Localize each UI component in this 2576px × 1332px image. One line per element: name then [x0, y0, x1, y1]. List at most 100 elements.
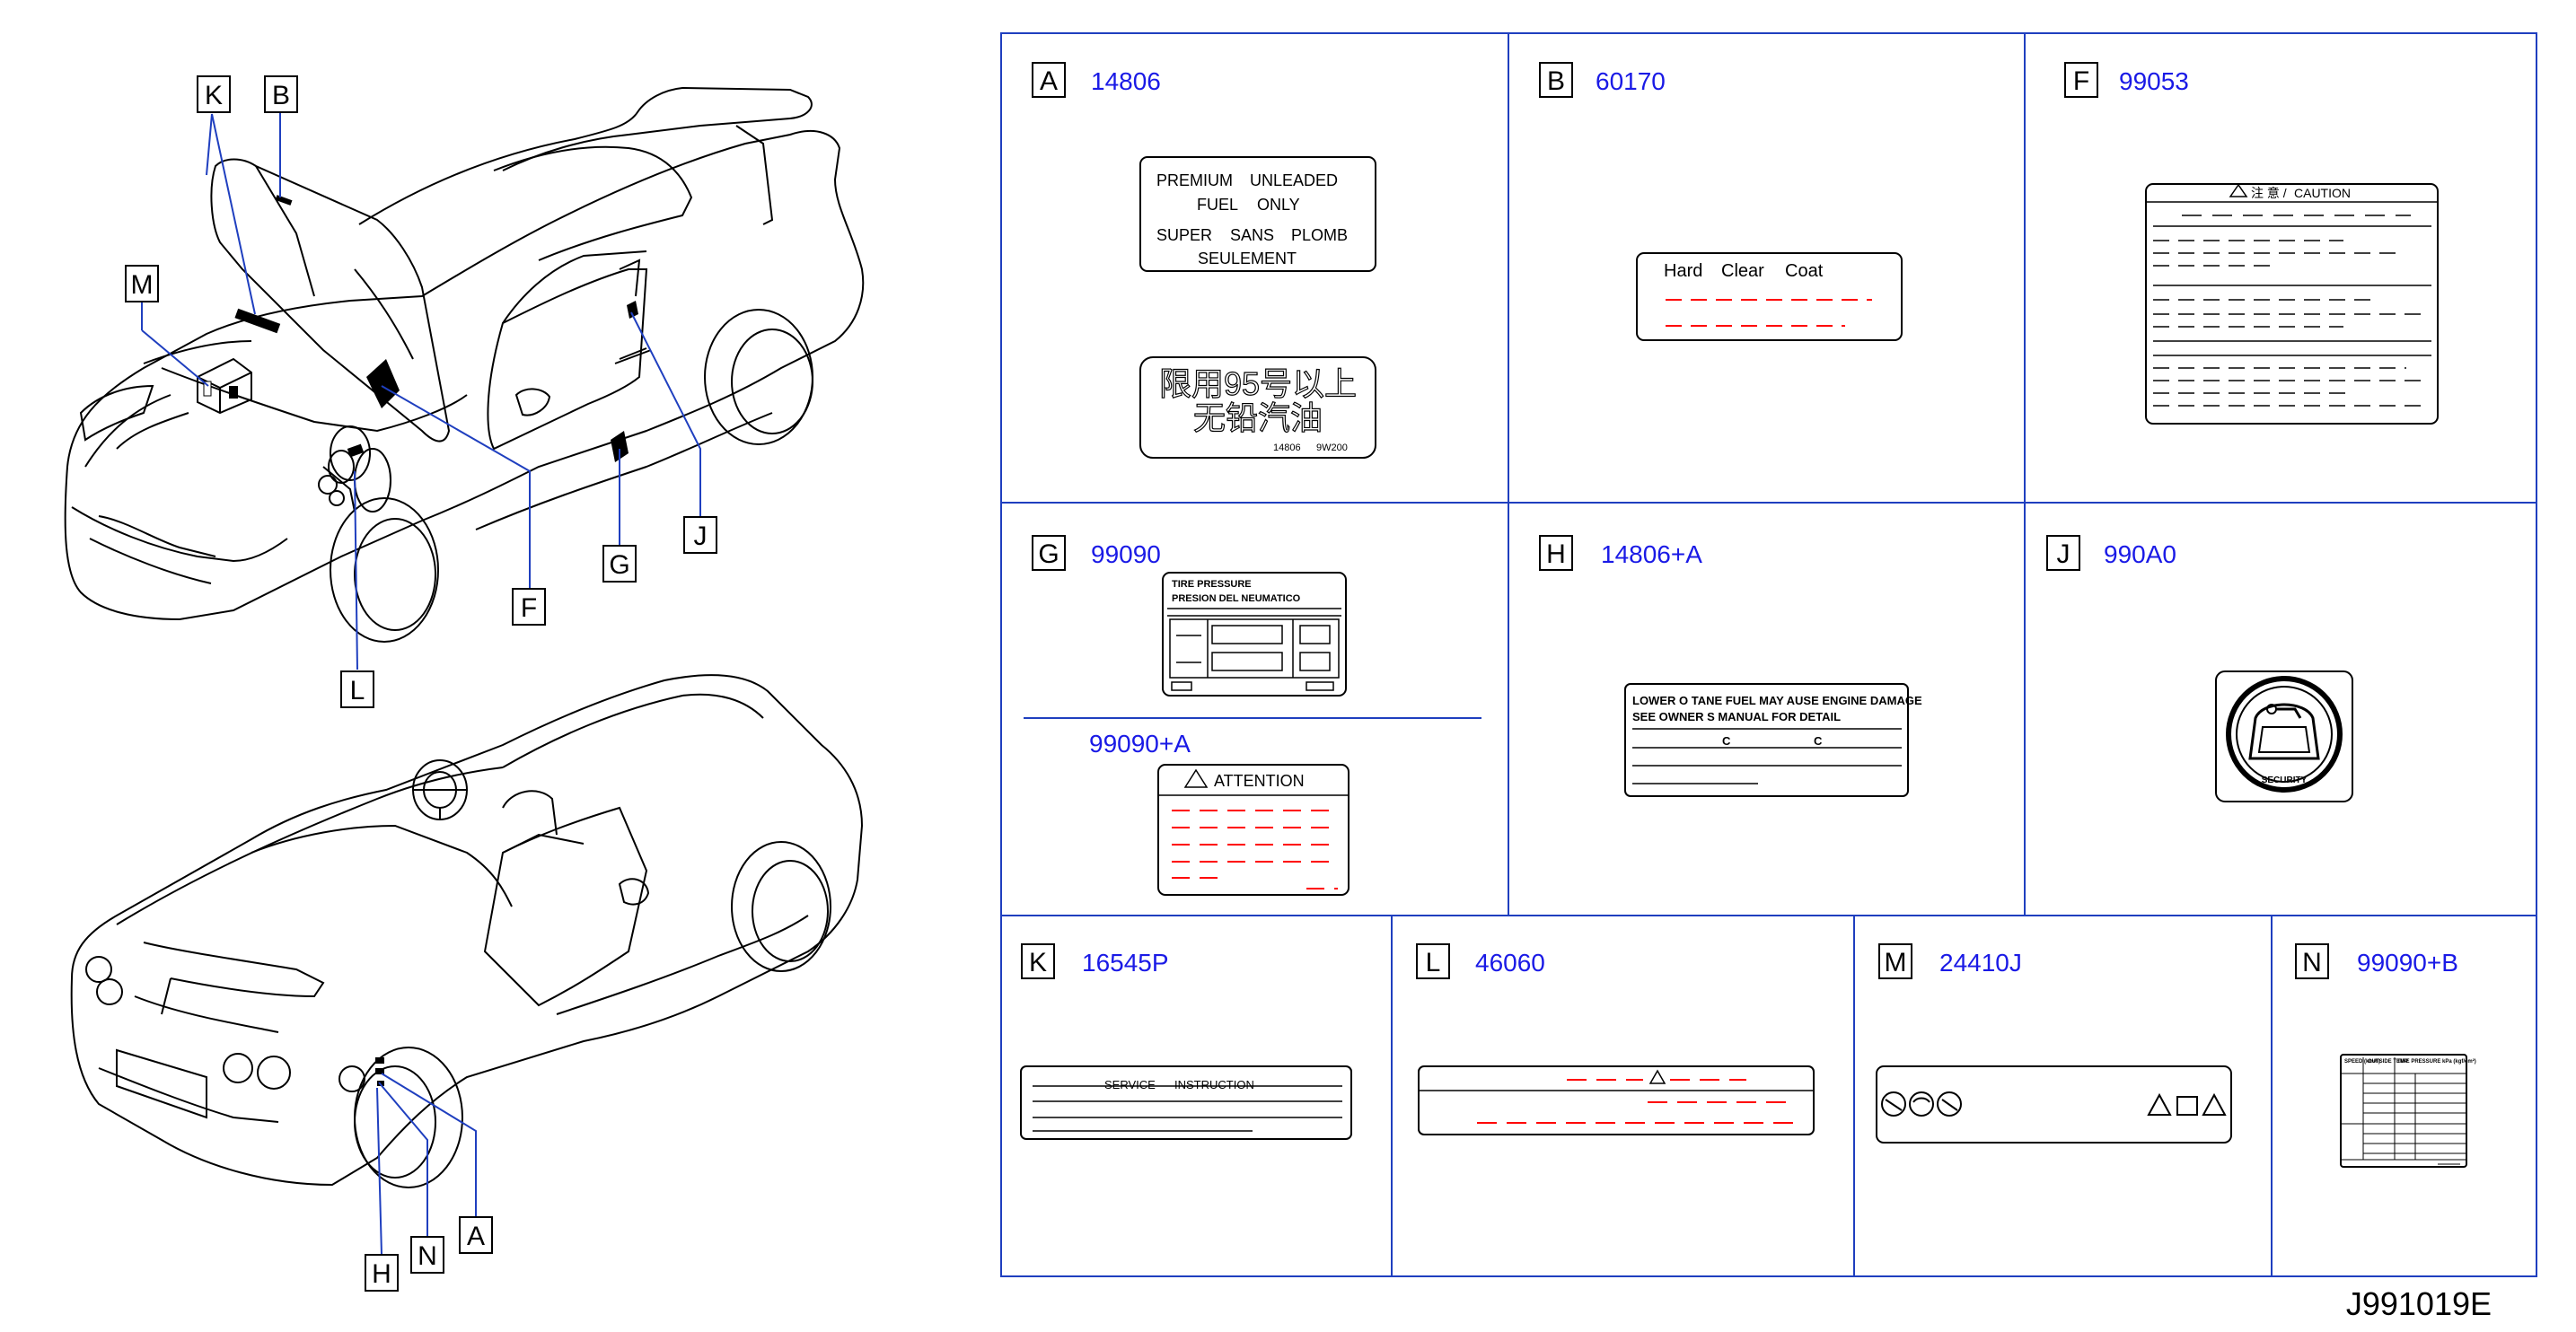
bottom-car-illustration: [70, 674, 864, 1188]
svg-text:K: K: [205, 81, 223, 110]
panel-header-j: J 990A0: [2046, 535, 2176, 571]
callout-n: N: [410, 1236, 444, 1274]
callout-j: J: [683, 516, 717, 554]
svg-text:H: H: [372, 1259, 391, 1289]
panel-header-g: G 99090 99090+A: [1032, 535, 1191, 758]
svg-text:14806: 14806: [1091, 67, 1161, 95]
callout-h: H: [365, 1254, 399, 1292]
label-g-tire-pressure: TIRE PRESSURE PRESION DEL NEUMATICO: [1162, 572, 1347, 697]
svg-text:OUTSIDE TEMP: OUTSIDE TEMP: [2368, 1059, 2408, 1065]
bottom-car-label-markers: [375, 1057, 384, 1086]
svg-text:ATTENTION: ATTENTION: [1214, 772, 1305, 790]
svg-text:SANS: SANS: [1230, 226, 1274, 244]
svg-text:限用95号以上: 限用95号以上: [1159, 365, 1357, 402]
svg-text:SERVICE: SERVICE: [1104, 1078, 1156, 1091]
key-icon: [2276, 707, 2302, 719]
label-f-caution: 注 意 / CAUTION: [2145, 183, 2439, 425]
diagram-reference-code: J991019E: [2346, 1285, 2492, 1322]
svg-text:G: G: [1038, 539, 1059, 569]
svg-text:PLOMB: PLOMB: [1291, 226, 1348, 244]
callout-g: G: [602, 545, 637, 583]
svg-text:M: M: [131, 270, 154, 300]
svg-text:INSTRUCTION: INSTRUCTION: [1174, 1078, 1254, 1091]
svg-text:SECURITY: SECURITY: [2262, 776, 2308, 785]
svg-text:LOWER O TANE FUEL MAY AUSE E: LOWER O TANE FUEL MAY AUSE ENGINE DAMAGE: [1632, 694, 1922, 707]
panel-header-b: B 60170: [1539, 62, 1666, 98]
warning-icon: [1183, 768, 1209, 788]
no-flame-icon: [1881, 1091, 1906, 1117]
svg-text:46060: 46060: [1475, 949, 1545, 977]
svg-text:CAUTION: CAUTION: [2294, 186, 2351, 200]
svg-text:J: J: [694, 521, 708, 551]
svg-text:Coat: Coat: [1785, 261, 1824, 281]
svg-text:24410J: 24410J: [1939, 949, 2022, 977]
svg-text:F: F: [521, 593, 537, 623]
svg-text:9W200: 9W200: [1316, 443, 1348, 453]
top-car-label-markers: [203, 195, 638, 462]
callout-l: L: [340, 670, 374, 708]
svg-text:99090+B: 99090+B: [2357, 949, 2458, 977]
svg-text:16545P: 16545P: [1082, 949, 1169, 977]
svg-text:M: M: [1885, 948, 1907, 977]
callout-a: A: [459, 1216, 493, 1254]
svg-text:SUPER: SUPER: [1156, 226, 1212, 244]
label-j-security: SECURITY: [2215, 670, 2353, 802]
svg-text:C: C: [1722, 734, 1731, 748]
callout-k: K: [197, 75, 231, 113]
callout-f: F: [512, 588, 546, 626]
label-h-octane: LOWER O TANE FUEL MAY AUSE ENGINE DAMAGE…: [1624, 683, 1922, 797]
svg-text:J: J: [2057, 539, 2070, 569]
corrosive-icon: [2147, 1092, 2172, 1116]
svg-text:PREMIUM: PREMIUM: [1156, 171, 1233, 189]
svg-text:99090+A: 99090+A: [1089, 730, 1191, 758]
svg-text:TIRE PRESSURE: TIRE PRESSURE: [1172, 579, 1252, 590]
panel-header-h: H 14806+A: [1539, 535, 1702, 571]
bottom-car-leader-lines: [376, 1073, 477, 1256]
svg-text:N: N: [418, 1241, 437, 1271]
svg-text:C: C: [1814, 734, 1823, 748]
panel-header-k: K 16545P: [1021, 943, 1169, 979]
svg-text:F: F: [2073, 66, 2089, 96]
svg-text:L: L: [350, 676, 365, 705]
label-b-coat: Hard Clear Coat: [1636, 252, 1903, 341]
warning-icon: [2229, 183, 2248, 197]
panel-header-n: N 99090+B: [2295, 943, 2458, 979]
label-g-attention: ATTENTION: [1157, 764, 1350, 896]
svg-text:14806+A: 14806+A: [1601, 540, 1702, 568]
panel-header-a: A 14806: [1032, 62, 1161, 98]
svg-text:99053: 99053: [2119, 67, 2189, 95]
svg-text:H: H: [1546, 539, 1566, 569]
warning-icon: [1648, 1069, 1666, 1084]
svg-text:Hard: Hard: [1664, 261, 1702, 281]
svg-text:无铅汽油: 无铅汽油: [1193, 399, 1323, 436]
label-m-battery: [1876, 1065, 2232, 1144]
callout-b: B: [264, 75, 298, 113]
top-car-leader-lines: [141, 112, 701, 670]
svg-text:FUEL: FUEL: [1197, 196, 1238, 214]
svg-text:60170: 60170: [1596, 67, 1666, 95]
label-a-chinese: 限用95号以上 无铅汽油 14806 9W200: [1139, 356, 1376, 459]
svg-text:A: A: [1040, 66, 1058, 96]
svg-text:990A0: 990A0: [2104, 540, 2176, 568]
svg-text:SEE OWNER S MANUAL FOR DETAIL: SEE OWNER S MANUAL FOR DETAIL: [1632, 710, 1841, 723]
svg-text:A: A: [467, 1222, 485, 1251]
manual-icon: [2176, 1096, 2198, 1116]
callout-m: M: [125, 265, 159, 302]
svg-text:Clear: Clear: [1721, 261, 1764, 281]
svg-text:注 意 /: 注 意 /: [2251, 186, 2287, 200]
label-a-fuel: PREMIUM UNLEADED FUEL ONLY SUPER SANS PL…: [1139, 156, 1376, 272]
svg-text:SPEED (km/h): SPEED (km/h): [2344, 1059, 2380, 1065]
explosive-icon: [2202, 1092, 2227, 1116]
no-children-icon: [1937, 1091, 1962, 1117]
svg-text:N: N: [2302, 948, 2322, 977]
svg-text:L: L: [1426, 948, 1441, 977]
label-n-tire-table: SPEED (km/h) OUTSIDE TEMP TIRE PRESSURE …: [2340, 1054, 2476, 1168]
svg-text:SEULEMENT: SEULEMENT: [1198, 250, 1297, 267]
svg-text:99090: 99090: [1091, 540, 1161, 568]
svg-text:PRESION DEL NEUMATICO: PRESION DEL NEUMATICO: [1172, 593, 1301, 604]
svg-text:K: K: [1029, 948, 1047, 977]
svg-text:TIRE PRESSURE kPa (kgf/cm²): TIRE PRESSURE kPa (kgf/cm²): [2397, 1058, 2476, 1065]
svg-text:B: B: [272, 81, 290, 110]
label-k-service: SERVICE INSTRUCTION: [1020, 1065, 1352, 1140]
